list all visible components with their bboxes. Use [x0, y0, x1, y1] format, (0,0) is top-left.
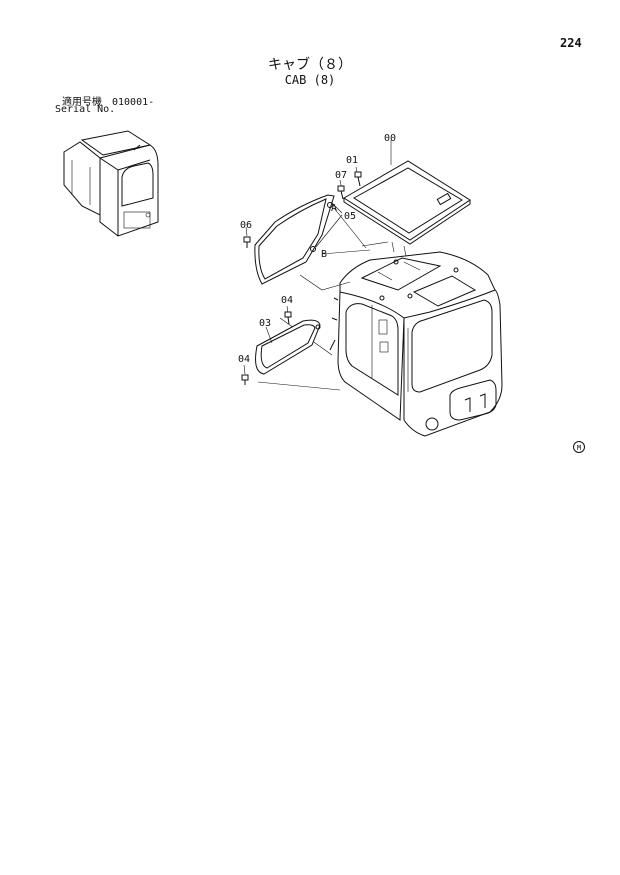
serial-label-row: 適用号機 010001- [62, 93, 154, 108]
top-guard-part-00 [343, 140, 471, 257]
cab-body [329, 251, 503, 437]
bolt-part-06 [243, 226, 251, 248]
callout-01: 01 [346, 155, 358, 166]
thumbnail-cab [63, 130, 159, 237]
lower-guard-part-03 [255, 319, 321, 375]
callout-04-lower: 04 [238, 354, 250, 365]
corner-m-mark: M [573, 441, 585, 453]
serial-label-jp: 適用号機 [62, 97, 102, 108]
callout-07: 07 [335, 170, 347, 181]
callout-03: 03 [259, 318, 271, 329]
side-guard-part-05 [254, 194, 371, 285]
callout-05: 05 [344, 211, 356, 222]
corner-mark-letter: M [577, 444, 581, 452]
bolt-part-04-upper [284, 305, 292, 325]
serial-label-en: Serial No. [55, 104, 116, 115]
title-japanese: キャブ（８） [268, 57, 352, 73]
bolt-part-04-lower [241, 364, 249, 385]
serial-value: 010001- [112, 97, 155, 108]
callout-00: 00 [384, 133, 396, 144]
page-number: 224 [560, 36, 582, 50]
callout-06: 06 [240, 220, 252, 231]
view-marker-a: A [331, 203, 337, 214]
title-english: CAB (8) [284, 73, 336, 87]
callout-04-upper: 04 [281, 295, 293, 306]
bolt-part-01 [354, 166, 362, 187]
bolt-part-07 [337, 179, 345, 200]
view-marker-b: B [321, 249, 327, 260]
